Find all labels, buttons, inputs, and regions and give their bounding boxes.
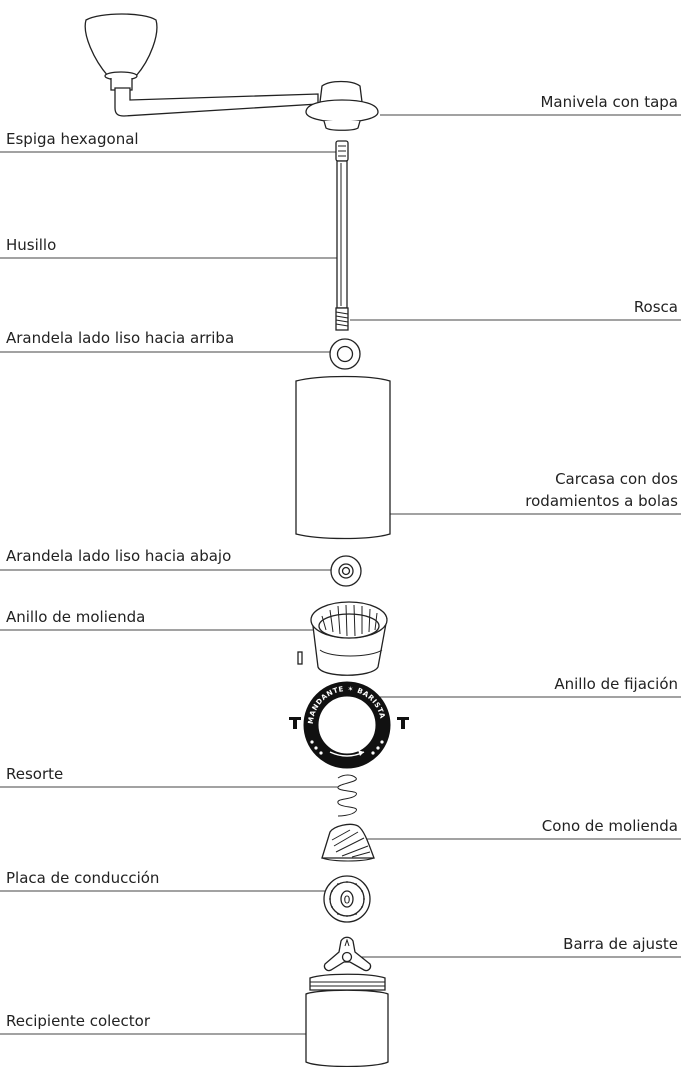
washer-down-part — [330, 555, 362, 587]
burr-cone-part — [321, 823, 375, 862]
drive-plate-number: 0 — [344, 894, 351, 907]
cap-bottom — [323, 120, 361, 131]
crank-with-cap-part — [84, 13, 379, 131]
drive-plate-part: 0 — [323, 875, 371, 923]
drive-plate-number-badge — [340, 890, 354, 908]
label-recipiente: Recipiente colector — [6, 1012, 150, 1030]
label-husillo: Husillo — [6, 236, 57, 254]
label-placa: Placa de conducción — [6, 869, 160, 887]
cap-disc — [305, 99, 379, 123]
spring-coil — [337, 774, 357, 817]
spindle-part — [335, 140, 349, 331]
grinding-ring-part — [297, 601, 388, 676]
label-cono: Cono de molienda — [541, 817, 678, 835]
label-carcasa-line1: Carcasa con dos — [555, 470, 678, 488]
spindle-thread — [335, 307, 349, 331]
leader-lines — [0, 114, 681, 1035]
label-carcasa-line2: rodamientos a bolas — [525, 492, 678, 510]
left-screw — [289, 717, 301, 729]
locking-ring-inner — [317, 695, 377, 755]
ring-pin — [297, 651, 303, 665]
label-rosca: Rosca — [633, 298, 678, 316]
label-manivela: Manivela con tapa — [540, 93, 678, 111]
label-arandela-abajo: Arandela lado liso hacia abajo — [6, 547, 232, 565]
label-arandela-arriba: Arandela lado liso hacia arriba — [6, 329, 235, 347]
washer-up-part — [329, 338, 361, 370]
spindle-shaft — [336, 160, 348, 309]
washer-up-inner — [336, 345, 354, 363]
spring-part — [337, 774, 357, 817]
label-barra: Barra de ajuste — [563, 935, 678, 953]
crank-hub — [319, 80, 363, 103]
label-resorte: Resorte — [6, 765, 64, 783]
right-screw — [397, 717, 409, 729]
crank-knob — [84, 13, 158, 77]
adjustment-bar-part — [323, 936, 372, 972]
housing-body — [295, 375, 391, 540]
label-anillo-molienda: Anillo de molienda — [6, 608, 146, 626]
adjustment-bar-hole — [341, 951, 353, 963]
washer-down-hole — [341, 566, 351, 576]
burr-ring-inner — [318, 613, 380, 639]
crank-arm — [114, 87, 319, 117]
housing-part — [295, 375, 391, 540]
collection-jar-part — [305, 973, 389, 1067]
jar-body — [305, 989, 389, 1067]
label-espiga: Espiga hexagonal — [6, 130, 139, 148]
label-anillo-fijacion: Anillo de fijación — [554, 675, 678, 693]
cone-body — [321, 823, 375, 859]
